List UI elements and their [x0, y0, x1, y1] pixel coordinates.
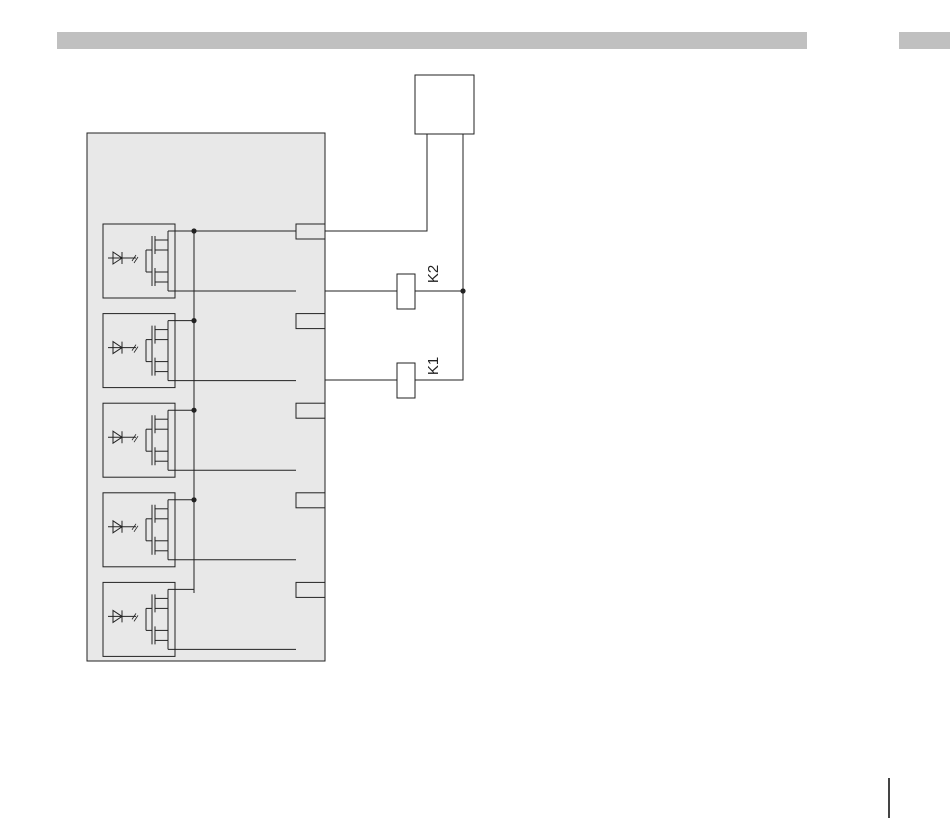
- ssr-box: [103, 403, 175, 477]
- ssr-box: [103, 582, 175, 656]
- output-terminal: [296, 314, 325, 329]
- external-device-box: [415, 75, 474, 134]
- ssr-box: [103, 493, 175, 567]
- junction-dot-return: [460, 288, 465, 293]
- module-housing: [87, 133, 325, 661]
- wire-device-feed: [325, 134, 427, 231]
- output-terminal: [296, 224, 325, 239]
- header-bar-right: [899, 32, 950, 49]
- ssr-box: [103, 224, 175, 298]
- output-terminal: [296, 493, 325, 508]
- relay-coil-k1: [397, 363, 415, 398]
- external-wiring: [325, 134, 463, 380]
- header-bar: [57, 32, 807, 49]
- relay-coil-k2: [397, 274, 415, 309]
- wire-return-rail: [415, 134, 463, 380]
- relay-label-k1: K1: [425, 357, 442, 375]
- ssr-box: [103, 314, 175, 388]
- relay-label-k2: K2: [425, 265, 442, 283]
- output-terminal: [296, 403, 325, 418]
- output-terminal: [296, 582, 325, 597]
